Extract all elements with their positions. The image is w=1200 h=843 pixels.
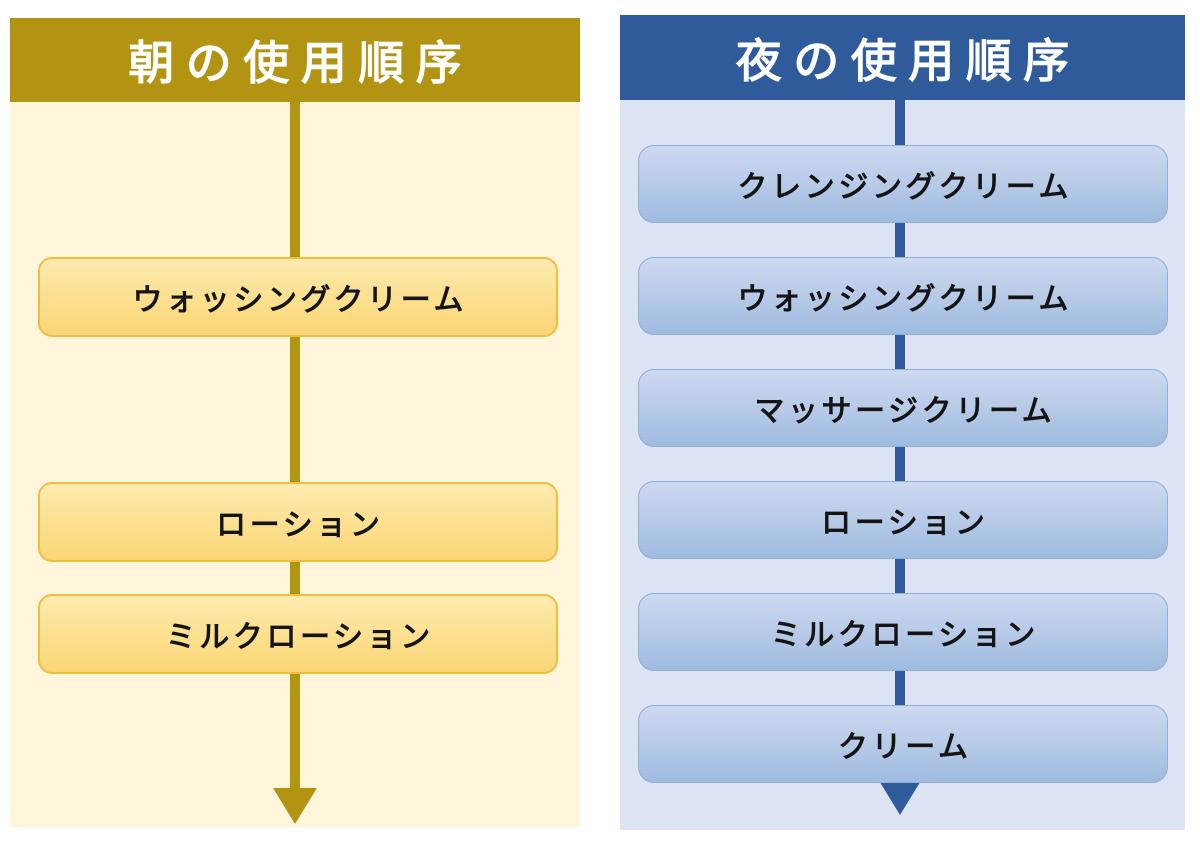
night-step-milk-lotion: ミルクローション	[638, 593, 1168, 671]
night-step-massage-cream-label: マッサージクリーム	[754, 394, 1056, 429]
night-panel-title: 夜の使用順序	[735, 33, 1081, 88]
night-step-lotion-label: ローション	[821, 506, 989, 541]
night-step-washing-cream-label: ウォッシングクリーム	[737, 282, 1073, 317]
morning-panel-body: ウォッシングクリーム ローション ミルクローション	[10, 102, 580, 827]
morning-step-milk-lotion-label: ミルクローション	[165, 620, 434, 655]
night-step-washing-cream: ウォッシングクリーム	[638, 257, 1168, 335]
night-step-cream: クリーム	[638, 705, 1168, 783]
morning-step-washing-cream-label: ウォッシングクリーム	[132, 283, 468, 318]
morning-flow-arrow-line	[290, 102, 300, 792]
morning-step-washing-cream: ウォッシングクリーム	[38, 257, 558, 337]
morning-step-lotion: ローション	[38, 482, 558, 562]
morning-panel: 朝の使用順序 ウォッシングクリーム ローション ミルクローション	[10, 18, 580, 827]
night-step-milk-lotion-label: ミルクローション	[770, 618, 1039, 653]
morning-step-milk-lotion: ミルクローション	[38, 594, 558, 674]
night-step-lotion: ローション	[638, 481, 1168, 559]
morning-panel-header: 朝の使用順序	[10, 18, 580, 102]
night-step-cleansing-cream: クレンジングクリーム	[638, 145, 1168, 223]
morning-step-lotion-label: ローション	[216, 508, 384, 543]
night-panel: 夜の使用順序 クレンジングクリーム ウォッシングクリーム マッサージクリーム ロ…	[620, 15, 1185, 830]
night-step-cream-label: クリーム	[838, 730, 972, 765]
night-step-cleansing-cream-label: クレンジングクリーム	[737, 170, 1073, 205]
morning-flow-arrow-head-icon	[273, 788, 317, 824]
night-step-massage-cream: マッサージクリーム	[638, 369, 1168, 447]
night-panel-body: クレンジングクリーム ウォッシングクリーム マッサージクリーム ローション ミル…	[620, 100, 1185, 830]
night-flow-arrow-head-icon	[878, 779, 922, 815]
morning-panel-title: 朝の使用順序	[128, 36, 474, 90]
night-panel-header: 夜の使用順序	[620, 15, 1185, 100]
